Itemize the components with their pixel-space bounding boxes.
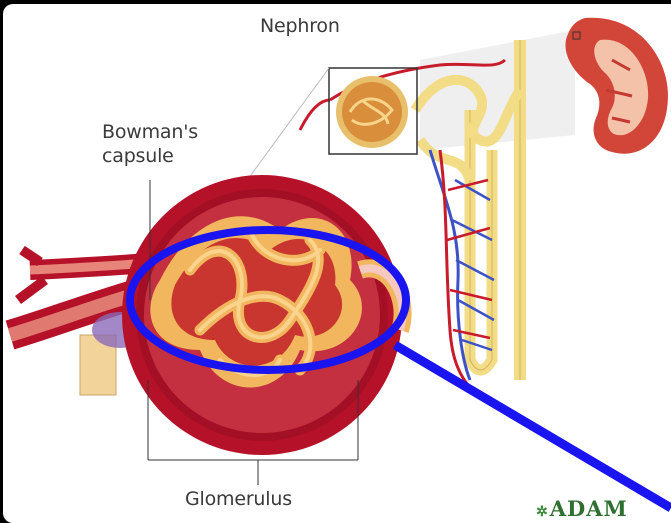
pointer-line (395, 345, 671, 508)
nephron-label: Nephron (260, 14, 340, 38)
adam-logo-text: ADAM (550, 496, 628, 521)
glomerulus-label: Glomerulus (185, 487, 292, 511)
adam-logo-mark: ✲ (536, 504, 549, 520)
bowmans-capsule-label: Bowman's capsule (102, 120, 212, 168)
adam-logo: ✲ADAM (536, 496, 628, 521)
bowmans-capsule-large (122, 175, 403, 455)
kidney (565, 18, 668, 154)
zoom-line-top (240, 68, 329, 190)
